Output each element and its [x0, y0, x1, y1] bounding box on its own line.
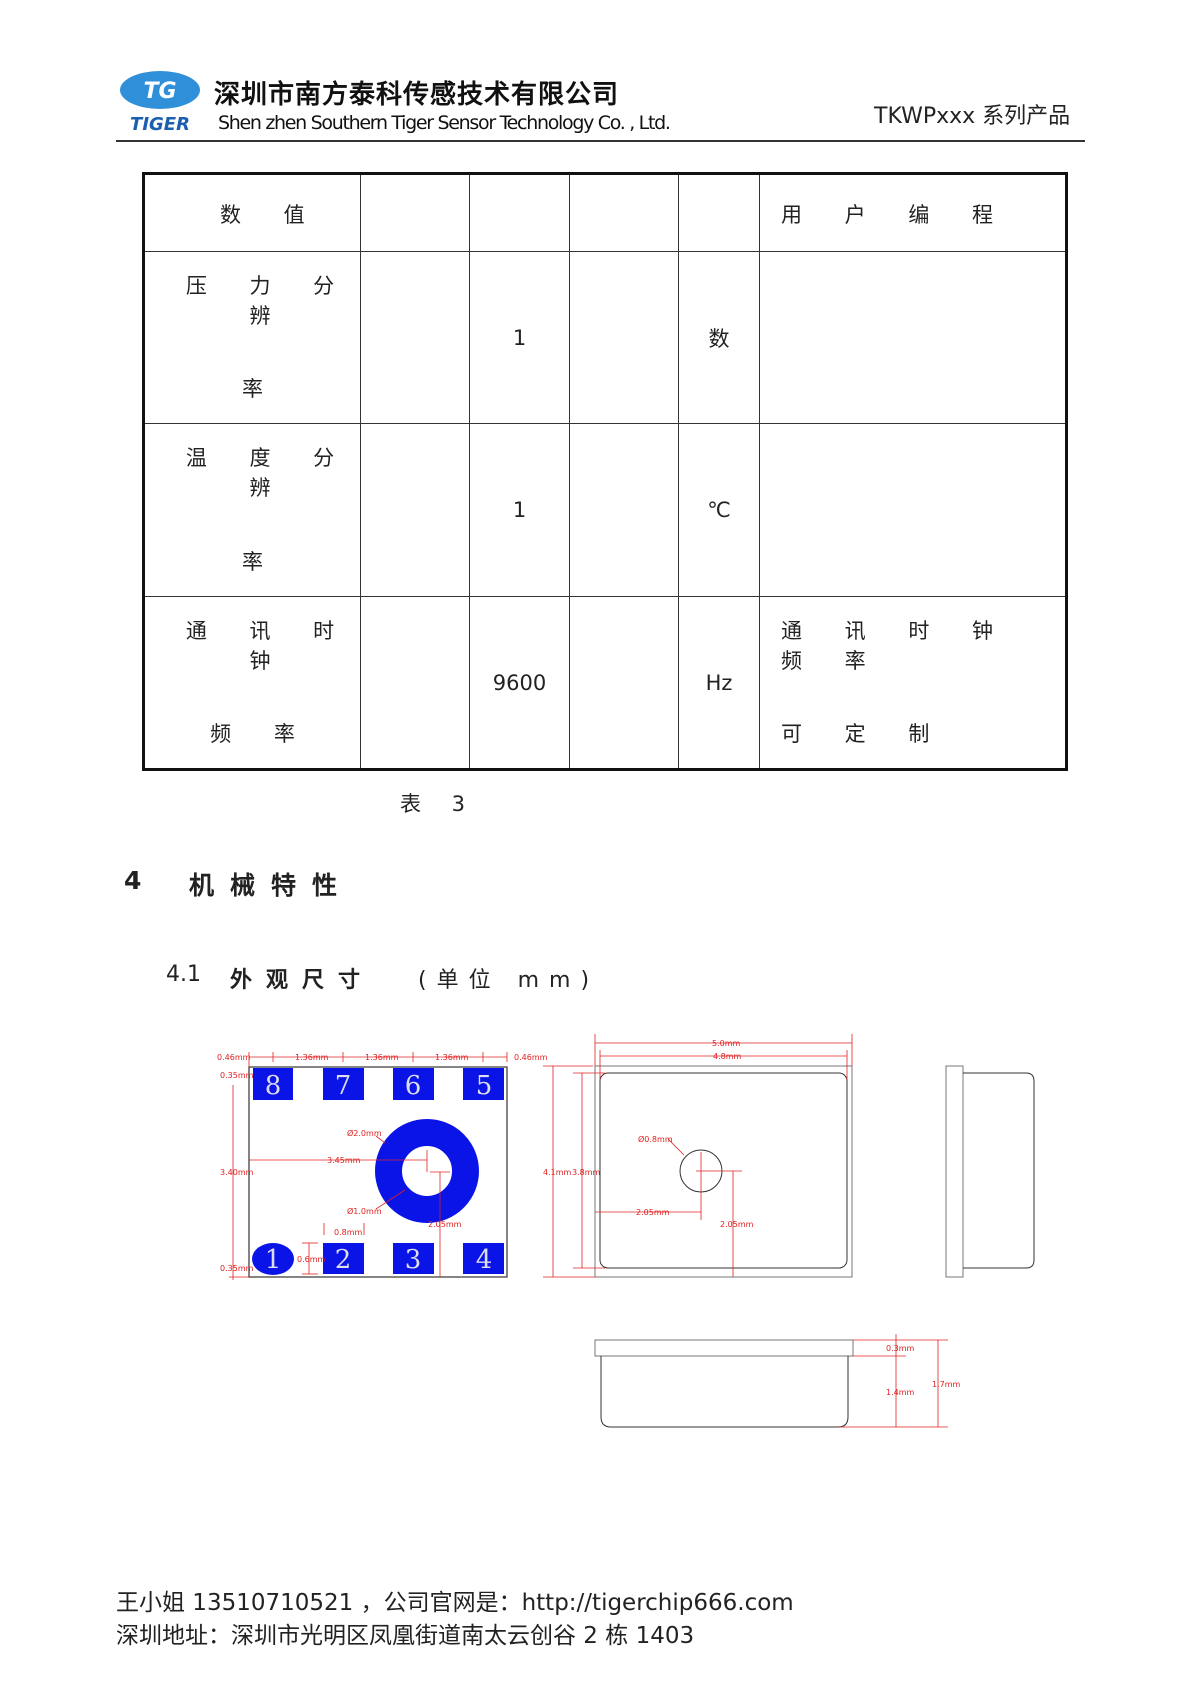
- pad-label: 7: [335, 1071, 352, 1101]
- table-row: 通 讯 时 钟频 率 9600 Hz 通 讯 时 钟 频 率可 定 制: [143, 596, 1067, 770]
- param-value: 1: [469, 251, 570, 424]
- section-title: 机械特性: [189, 871, 354, 900]
- dim-label: 5.0mm: [712, 1039, 741, 1048]
- company-name-en: Shen zhen Southern Tiger Sensor Technolo…: [218, 112, 671, 134]
- bottom-view: 8 7 6 5 1 2 3 4 0.46mm 1: [217, 1052, 548, 1280]
- product-series: TKWPxxx 系列产品: [874, 104, 1071, 129]
- header-divider: [116, 140, 1085, 142]
- dim-label: 0.46mm: [514, 1053, 548, 1062]
- footer-contact: 王小姐 13510710521 ，公司官网是：http://tigerchip6…: [116, 1590, 794, 1616]
- param-unit: Hz: [678, 596, 760, 770]
- spec-table: 数 值 用 户 编 程 压 力 分 辨率 1 数 温 度 分 辨率 1 ℃ 通 …: [142, 172, 1068, 771]
- pad-label: 1: [265, 1245, 282, 1275]
- dim-label: 3.40mm: [220, 1168, 254, 1177]
- pad-2: [323, 1243, 364, 1274]
- dim-label: 1.4mm: [886, 1388, 915, 1397]
- svg-text:TIGER: TIGER: [130, 114, 190, 135]
- dim-label: 0.6mm: [297, 1255, 326, 1264]
- svg-text:TG: TG: [143, 79, 176, 104]
- dim-label: 2.05mm: [720, 1220, 754, 1229]
- table-caption: 表 3: [400, 792, 478, 816]
- sensor-ring: [375, 1119, 479, 1223]
- section-number: 4: [124, 866, 142, 895]
- dim-label: 0.3mm: [886, 1344, 915, 1353]
- dim-label: 0.35mm: [220, 1264, 254, 1273]
- pad-8: [253, 1068, 293, 1100]
- table-row: 温 度 分 辨率 1 ℃: [143, 423, 1067, 597]
- subsection-unit: (单位 mm): [418, 968, 600, 993]
- dim-label: 2.05mm: [428, 1220, 462, 1229]
- dim-label: 1.36mm: [435, 1053, 469, 1062]
- param-name: 通 讯 时 钟: [185, 619, 353, 673]
- note: 用 户 编 程: [781, 203, 1012, 227]
- footer-address: 深圳地址：深圳市光明区凤凰街道南太云创谷 2 栋 1403: [116, 1623, 695, 1649]
- pad-4: [463, 1243, 504, 1274]
- pad-5: [463, 1068, 504, 1100]
- dim-label: 1.7mm: [932, 1380, 961, 1389]
- dim-label: 1.36mm: [365, 1053, 399, 1062]
- pad-label: 8: [265, 1071, 282, 1101]
- param-name: 数 值: [220, 203, 323, 227]
- param-unit: 数: [678, 251, 760, 424]
- dim-label: 0.46mm: [217, 1053, 251, 1062]
- pad-label: 2: [335, 1245, 352, 1275]
- pad-label: 5: [476, 1071, 493, 1101]
- param-name: 温 度 分 辨: [185, 446, 353, 500]
- pad-label: 3: [405, 1245, 422, 1275]
- pad-3: [393, 1243, 434, 1274]
- note-cont: 可 定 制: [781, 722, 948, 746]
- note: 通 讯 时 钟 频 率: [781, 619, 1012, 673]
- subsection-number: 4.1: [166, 962, 201, 987]
- param-name: 压 力 分 辨: [185, 274, 353, 328]
- subsection-title: 外观尺寸: [230, 968, 375, 993]
- top-view: 5.0mm 4.8mm 4.1mm 3.8mm Ø0.8mm 2.05mm 2.…: [543, 1034, 853, 1278]
- dim-label: 4.1mm: [543, 1168, 572, 1177]
- tiger-logo: TG TIGER: [120, 71, 200, 135]
- dim-label: 3.45mm: [327, 1156, 361, 1165]
- param-name-cont: 率: [242, 550, 263, 574]
- dim-label: 4.8mm: [713, 1052, 742, 1061]
- dim-label: 0.8mm: [334, 1228, 363, 1237]
- front-view: 0.3mm 1.4mm 1.7mm: [594, 1334, 961, 1428]
- pad-7: [323, 1068, 364, 1100]
- param-value: 1: [469, 423, 570, 597]
- table-row: 数 值 用 户 编 程: [143, 173, 1067, 252]
- param-name-cont: 率: [242, 377, 263, 401]
- dim-label: Ø0.8mm: [638, 1134, 673, 1144]
- pad-label: 4: [476, 1245, 493, 1275]
- dim-label: 1.36mm: [295, 1053, 329, 1062]
- dim-label: Ø2.0mm: [347, 1128, 382, 1138]
- pad-label: 6: [405, 1071, 422, 1101]
- pad-6: [393, 1068, 434, 1100]
- dim-label: 0.35mm: [220, 1071, 254, 1080]
- dim-label: Ø1.0mm: [347, 1206, 382, 1216]
- pad-1: [252, 1243, 294, 1275]
- param-value: 9600: [469, 596, 570, 770]
- table-row: 压 力 分 辨率 1 数: [143, 251, 1067, 424]
- side-view: [945, 1065, 1035, 1278]
- company-name-cn: 深圳市南方泰科传感技术有限公司: [214, 80, 620, 110]
- param-name-cont: 频 率: [210, 722, 313, 746]
- dim-label: 3.8mm: [572, 1168, 601, 1177]
- dim-label: 2.05mm: [636, 1208, 670, 1217]
